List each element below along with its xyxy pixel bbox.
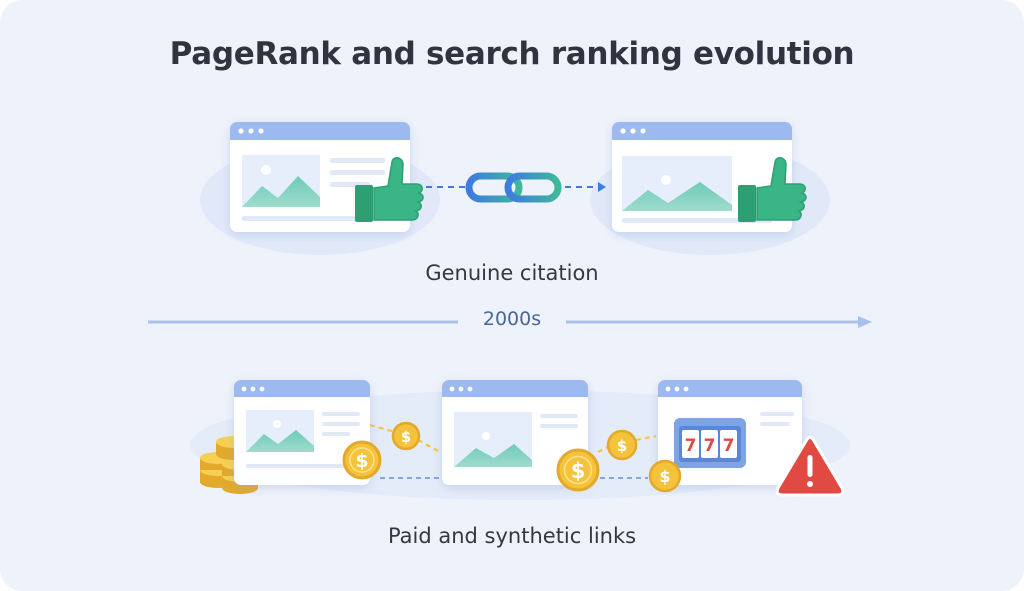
dollar-coin-icon: $ bbox=[556, 448, 600, 492]
slot-reel-2: 7 bbox=[704, 436, 716, 456]
dollar-coin-icon: $ bbox=[606, 429, 638, 461]
slot-machine-icon: 7 7 7 bbox=[674, 418, 746, 468]
slot-reel-1: 7 bbox=[685, 436, 697, 456]
dollar-coin-icon: $ bbox=[648, 459, 682, 493]
thumbs-up-icon bbox=[738, 157, 807, 222]
svg-text:$: $ bbox=[355, 450, 368, 472]
svg-text:$: $ bbox=[401, 428, 411, 446]
svg-text:$: $ bbox=[617, 437, 627, 455]
svg-text:$: $ bbox=[571, 459, 586, 483]
bottom-caption: Paid and synthetic links bbox=[387, 524, 637, 548]
chain-link-icon bbox=[465, 172, 562, 203]
slot-reel-3: 7 bbox=[723, 436, 735, 456]
svg-text:$: $ bbox=[659, 467, 670, 486]
browser-window-icon bbox=[230, 122, 410, 232]
thumbs-up-icon bbox=[355, 157, 424, 222]
browser-window-icon bbox=[234, 380, 370, 485]
dollar-coin-icon: $ bbox=[342, 440, 382, 480]
dollar-coin-icon: $ bbox=[391, 421, 421, 451]
timeline-label: 2000s bbox=[482, 308, 542, 330]
top-caption: Genuine citation bbox=[425, 261, 599, 285]
warning-icon bbox=[775, 436, 845, 497]
browser-window-icon bbox=[442, 380, 588, 485]
page-title: PageRank and search ranking evolution bbox=[169, 36, 855, 72]
